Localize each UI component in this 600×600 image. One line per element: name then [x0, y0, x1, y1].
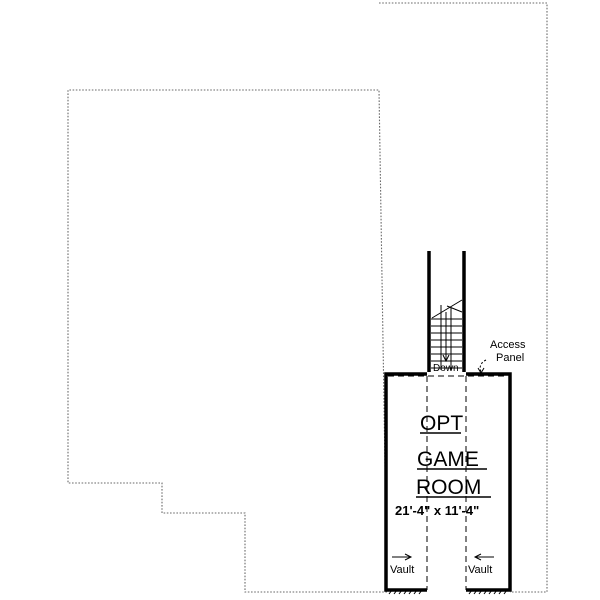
room-name-line-2: GAME [417, 448, 479, 471]
room-name-line-1: OPT [420, 412, 463, 435]
stair-treads [431, 299, 463, 370]
wall-hatch [388, 589, 508, 595]
access-panel-label-1: Access [490, 339, 526, 351]
exterior-outline [67, 2, 548, 593]
vault-arrow-right [473, 553, 494, 561]
vault-label-left: Vault [390, 564, 414, 576]
access-panel-arrowhead [477, 367, 485, 374]
stair-down-arrow [442, 312, 450, 363]
vault-lines [388, 375, 508, 590]
vault-arrow-left [392, 553, 413, 561]
room-name-line-3: ROOM [416, 476, 481, 499]
stair-down-label: Down [433, 363, 459, 374]
room-dimensions: 21'-4" x 11'-4" [395, 503, 479, 518]
access-panel-label-2: Panel [496, 352, 524, 364]
access-panel-leader [479, 359, 487, 373]
vault-label-right: Vault [468, 564, 492, 576]
